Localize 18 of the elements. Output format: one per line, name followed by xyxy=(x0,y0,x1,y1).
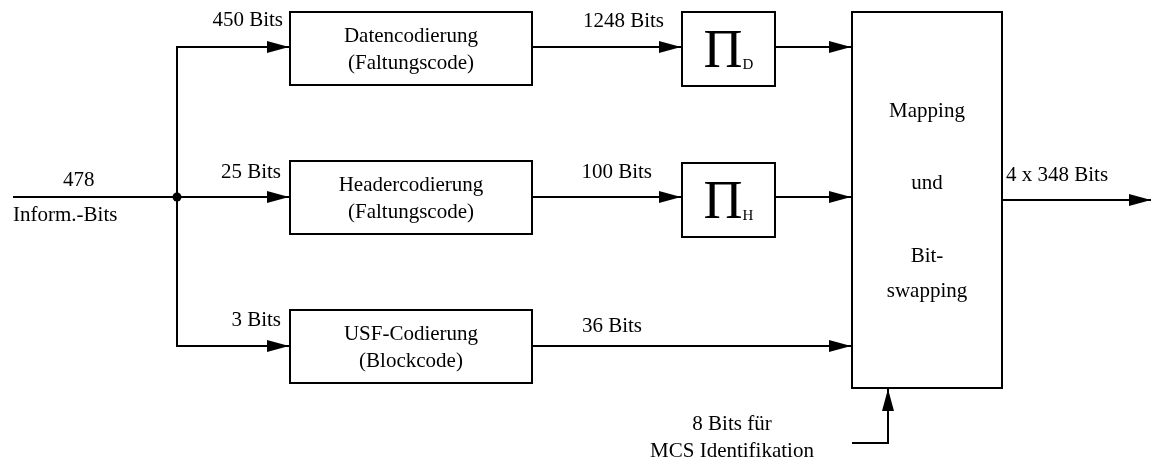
mapping-block xyxy=(851,11,1003,389)
coder-block: Datencodierung (Faltungscode) xyxy=(289,11,533,86)
coder-block: Headercodierung (Faltungscode) xyxy=(289,160,533,235)
arrow xyxy=(532,41,682,53)
block-text: und xyxy=(911,169,943,197)
signal-label: 478 xyxy=(63,167,95,193)
arrow xyxy=(775,41,852,53)
signal-label: Inform.-Bits xyxy=(13,201,118,227)
block-text: Mapping xyxy=(889,96,965,124)
coder-block: USF-Codierung (Blockcode) xyxy=(289,309,533,384)
arrow xyxy=(851,388,894,444)
arrow xyxy=(1002,194,1152,206)
arrow xyxy=(532,191,682,203)
arrow xyxy=(532,340,852,352)
note-text: 8 Bits für xyxy=(692,410,772,437)
note-text: MCS Identifikation xyxy=(650,437,814,465)
block-text: Bit- swapping xyxy=(885,242,969,304)
arrow xyxy=(775,191,852,203)
